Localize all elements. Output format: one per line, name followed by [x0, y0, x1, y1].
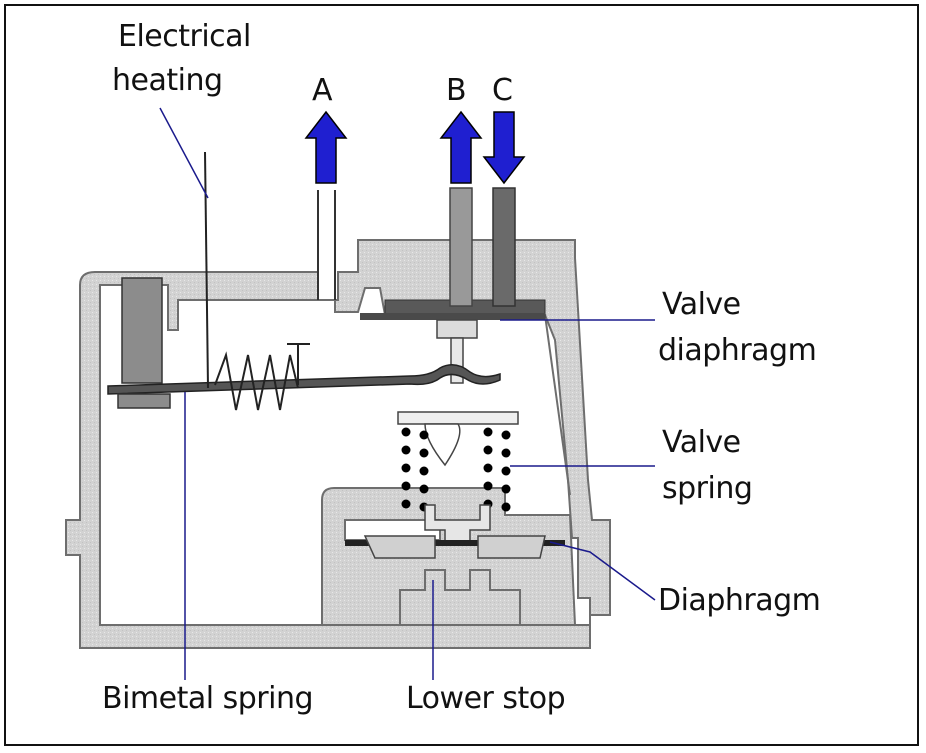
diagram-frame	[4, 4, 919, 746]
label-valve-spring-line2: spring	[662, 471, 753, 506]
heating-wire	[204, 151, 209, 389]
valve-cone	[424, 423, 461, 467]
leader-diaphragm	[549, 541, 656, 601]
label-electrical-heating-line1: Electrical	[118, 19, 251, 54]
port-b-pipe	[449, 187, 473, 307]
label-valve-diaphragm-line1: Valve	[662, 287, 741, 322]
port-b-label: B	[446, 73, 467, 108]
diaphragm-plate	[345, 540, 565, 546]
port-c-pipe	[492, 187, 516, 307]
valve-seat-block	[436, 319, 478, 339]
arrow-b-up	[439, 110, 483, 184]
piston	[424, 504, 491, 546]
diaphragm-left-cup	[363, 535, 436, 559]
label-bimetal-spring: Bimetal spring	[102, 681, 314, 716]
valve-plate	[397, 411, 519, 425]
valve-housing	[65, 239, 611, 649]
label-valve-spring-line1: Valve	[662, 425, 741, 460]
arrow-a-up	[304, 110, 348, 184]
housing-inner-wall	[544, 314, 571, 496]
label-electrical-heating-line2: heating	[112, 63, 223, 98]
diaphragm-right-cup	[477, 535, 546, 559]
port-c-label: C	[492, 73, 513, 108]
label-valve-diaphragm-line2: diaphragm	[658, 333, 817, 368]
left-mount-post	[121, 277, 163, 384]
label-lower-stop: Lower stop	[406, 681, 566, 716]
left-mount-foot	[117, 393, 171, 409]
valve-diaphragm-plate	[360, 313, 545, 320]
arrow-c-down	[482, 111, 526, 185]
bimetal-spring-bar	[107, 364, 501, 395]
lower-stop-shape	[399, 569, 521, 626]
label-diaphragm: Diaphragm	[658, 583, 821, 618]
leader-electrical-heating	[159, 107, 209, 199]
heating-coil	[214, 351, 299, 411]
port-a-label: A	[312, 73, 333, 108]
